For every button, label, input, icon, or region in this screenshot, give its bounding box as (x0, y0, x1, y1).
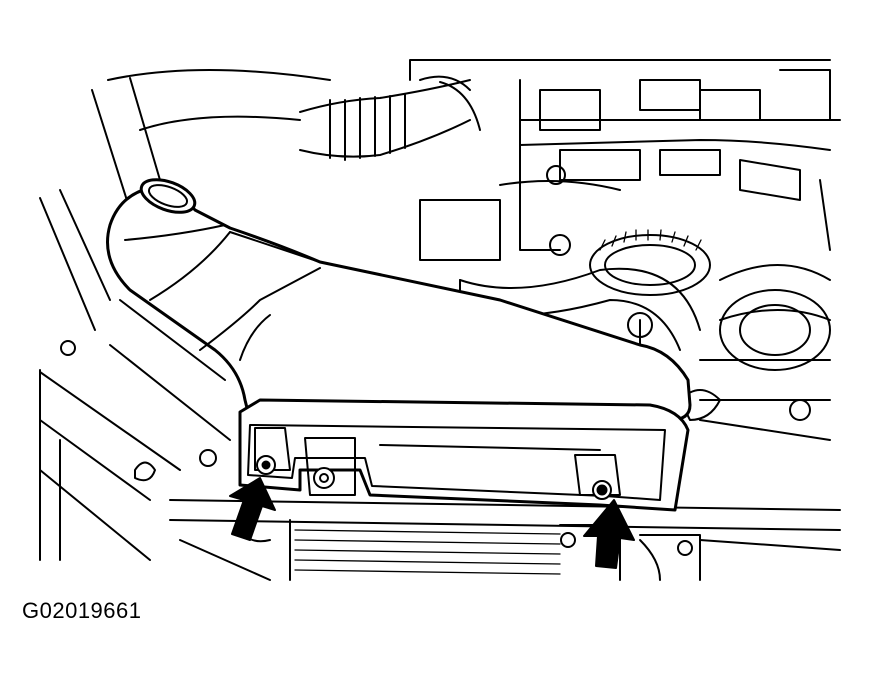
engine-bay-background (39, 59, 841, 581)
bolts (256, 455, 612, 500)
arrow-right-bolt (583, 499, 635, 569)
figure-id-label: G02019661 (22, 598, 142, 623)
arrow-left-bolt (229, 477, 276, 541)
air-intake-duct (106, 178, 692, 512)
bolt-center (313, 467, 335, 489)
pointer-arrows (229, 477, 635, 569)
